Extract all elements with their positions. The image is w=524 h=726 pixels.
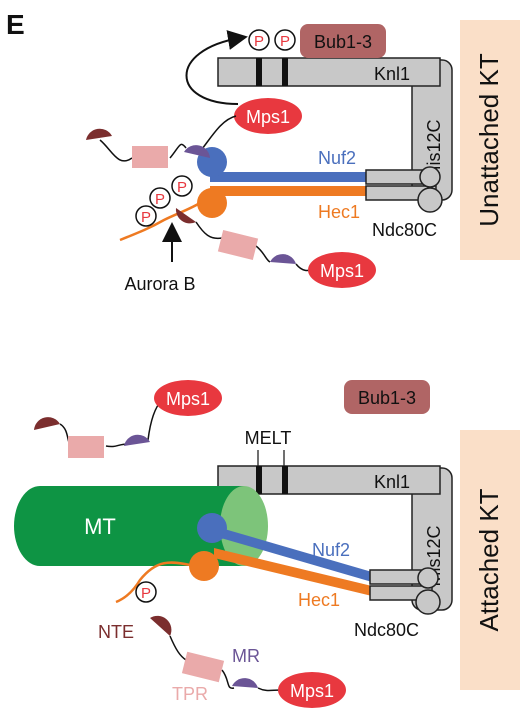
- microtubule: [14, 486, 244, 566]
- phospho-tail-1: P: [171, 175, 193, 197]
- attached-kt-box: [460, 430, 520, 690]
- tpr-label: TPR: [172, 684, 208, 704]
- bub-label-attached: Bub1-3: [358, 388, 416, 408]
- melt-mark-attached: [282, 466, 288, 494]
- knl1-bar-attached: [217, 465, 441, 495]
- phospho-melt-1: P: [248, 29, 270, 51]
- svg-text:P: P: [141, 209, 151, 226]
- hec1-label: Hec1: [318, 202, 360, 222]
- nte-domain-free: [34, 417, 60, 430]
- mr-label: MR: [232, 646, 260, 666]
- ndc80-complex-attached: [214, 526, 441, 615]
- mr-domain-free: [124, 434, 150, 446]
- hec1-rod: [210, 186, 370, 196]
- tpr-domain-top: [132, 146, 168, 168]
- hec1-ch-domain-attached: [189, 551, 219, 581]
- tpr-domain-free: [68, 436, 104, 458]
- ndc80c-label: Ndc80C: [372, 220, 437, 240]
- melt-mark: [256, 58, 262, 86]
- mps1-bottom-label: Mps1: [320, 261, 364, 281]
- ndc80-end-bottom-attached: [415, 589, 441, 615]
- tpr-domain-labeled: [181, 651, 225, 683]
- svg-text:P: P: [155, 191, 165, 208]
- aurora-label: Aurora B: [124, 274, 195, 294]
- unattached-kt-panel: Unattached KT Mis12C Knl1 P P Bub1-3 Mps…: [86, 20, 520, 294]
- mps1-labeled-label: Mps1: [290, 681, 334, 701]
- mps1-bottom-oval: [308, 252, 376, 288]
- melt-label: MELT: [245, 428, 292, 448]
- mt-label: MT: [84, 514, 116, 539]
- nte-domain-bottom: [175, 208, 196, 224]
- attached-kt-label: Attached KT: [474, 488, 504, 631]
- svg-text:P: P: [177, 179, 187, 196]
- mr-domain-top: [184, 145, 210, 158]
- nte-domain-labeled: [150, 615, 172, 636]
- svg-text:P: P: [254, 33, 264, 50]
- mps1-bottom-linker: [195, 221, 321, 272]
- melt-mark: [282, 58, 288, 86]
- svg-text:P: P: [141, 585, 151, 602]
- hec1-tail-attached: [115, 561, 195, 604]
- mis12c-label: Mis12C: [424, 119, 444, 180]
- phospho-arrow: [185, 30, 248, 105]
- tpr-domain-bottom: [217, 229, 259, 261]
- phospho-tail-3: P: [135, 205, 157, 227]
- ndc80c-label-attached: Ndc80C: [354, 620, 419, 640]
- unattached-kt-box: [460, 20, 520, 260]
- mps1-labeled-oval: [278, 672, 346, 708]
- mr-domain-bottom: [270, 254, 296, 264]
- mps1-free-oval: [154, 380, 222, 416]
- nte-label: NTE: [98, 622, 134, 642]
- bub-label: Bub1-3: [314, 32, 372, 52]
- phospho-tail-attached: P: [135, 581, 157, 603]
- mr-domain-labeled: [232, 678, 258, 688]
- attached-kt-panel: Attached KT Bub1-3 MELT Mis12C Knl1 MT: [14, 380, 520, 708]
- bub-box-attached: [344, 380, 430, 414]
- nte-domain-top: [86, 128, 112, 140]
- ndc80-end-top: [419, 166, 441, 188]
- nuf2-rod: [210, 172, 370, 182]
- hec1-rod-attached: [214, 548, 372, 596]
- ndc80-end-bottom: [417, 187, 443, 213]
- nuf2-rod-attached: [214, 526, 372, 582]
- phospho-melt-2: P: [274, 29, 296, 51]
- nuf2-label: Nuf2: [318, 148, 356, 168]
- knl1-bar: [217, 57, 441, 87]
- ndc80-end-top-attached: [417, 567, 439, 589]
- melt-mark-attached: [256, 466, 262, 494]
- phospho-tail-2: P: [149, 187, 171, 209]
- knl1-label: Knl1: [374, 64, 410, 84]
- mps1-free-label: Mps1: [166, 389, 210, 409]
- mps1-top-oval: [234, 98, 302, 134]
- hec1-tail: [119, 201, 201, 242]
- panel-letter: E: [6, 9, 25, 40]
- bub-box: [300, 24, 386, 58]
- svg-text:P: P: [280, 33, 290, 50]
- mps1-top-label: Mps1: [246, 107, 290, 127]
- nuf2-ch-domain-attached: [197, 513, 227, 543]
- nuf2-label-attached: Nuf2: [312, 540, 350, 560]
- unattached-kt-label: Unattached KT: [474, 53, 504, 227]
- knl1-label-attached: Knl1: [374, 472, 410, 492]
- hec1-label-attached: Hec1: [298, 590, 340, 610]
- hec1-ch-domain: [197, 188, 227, 218]
